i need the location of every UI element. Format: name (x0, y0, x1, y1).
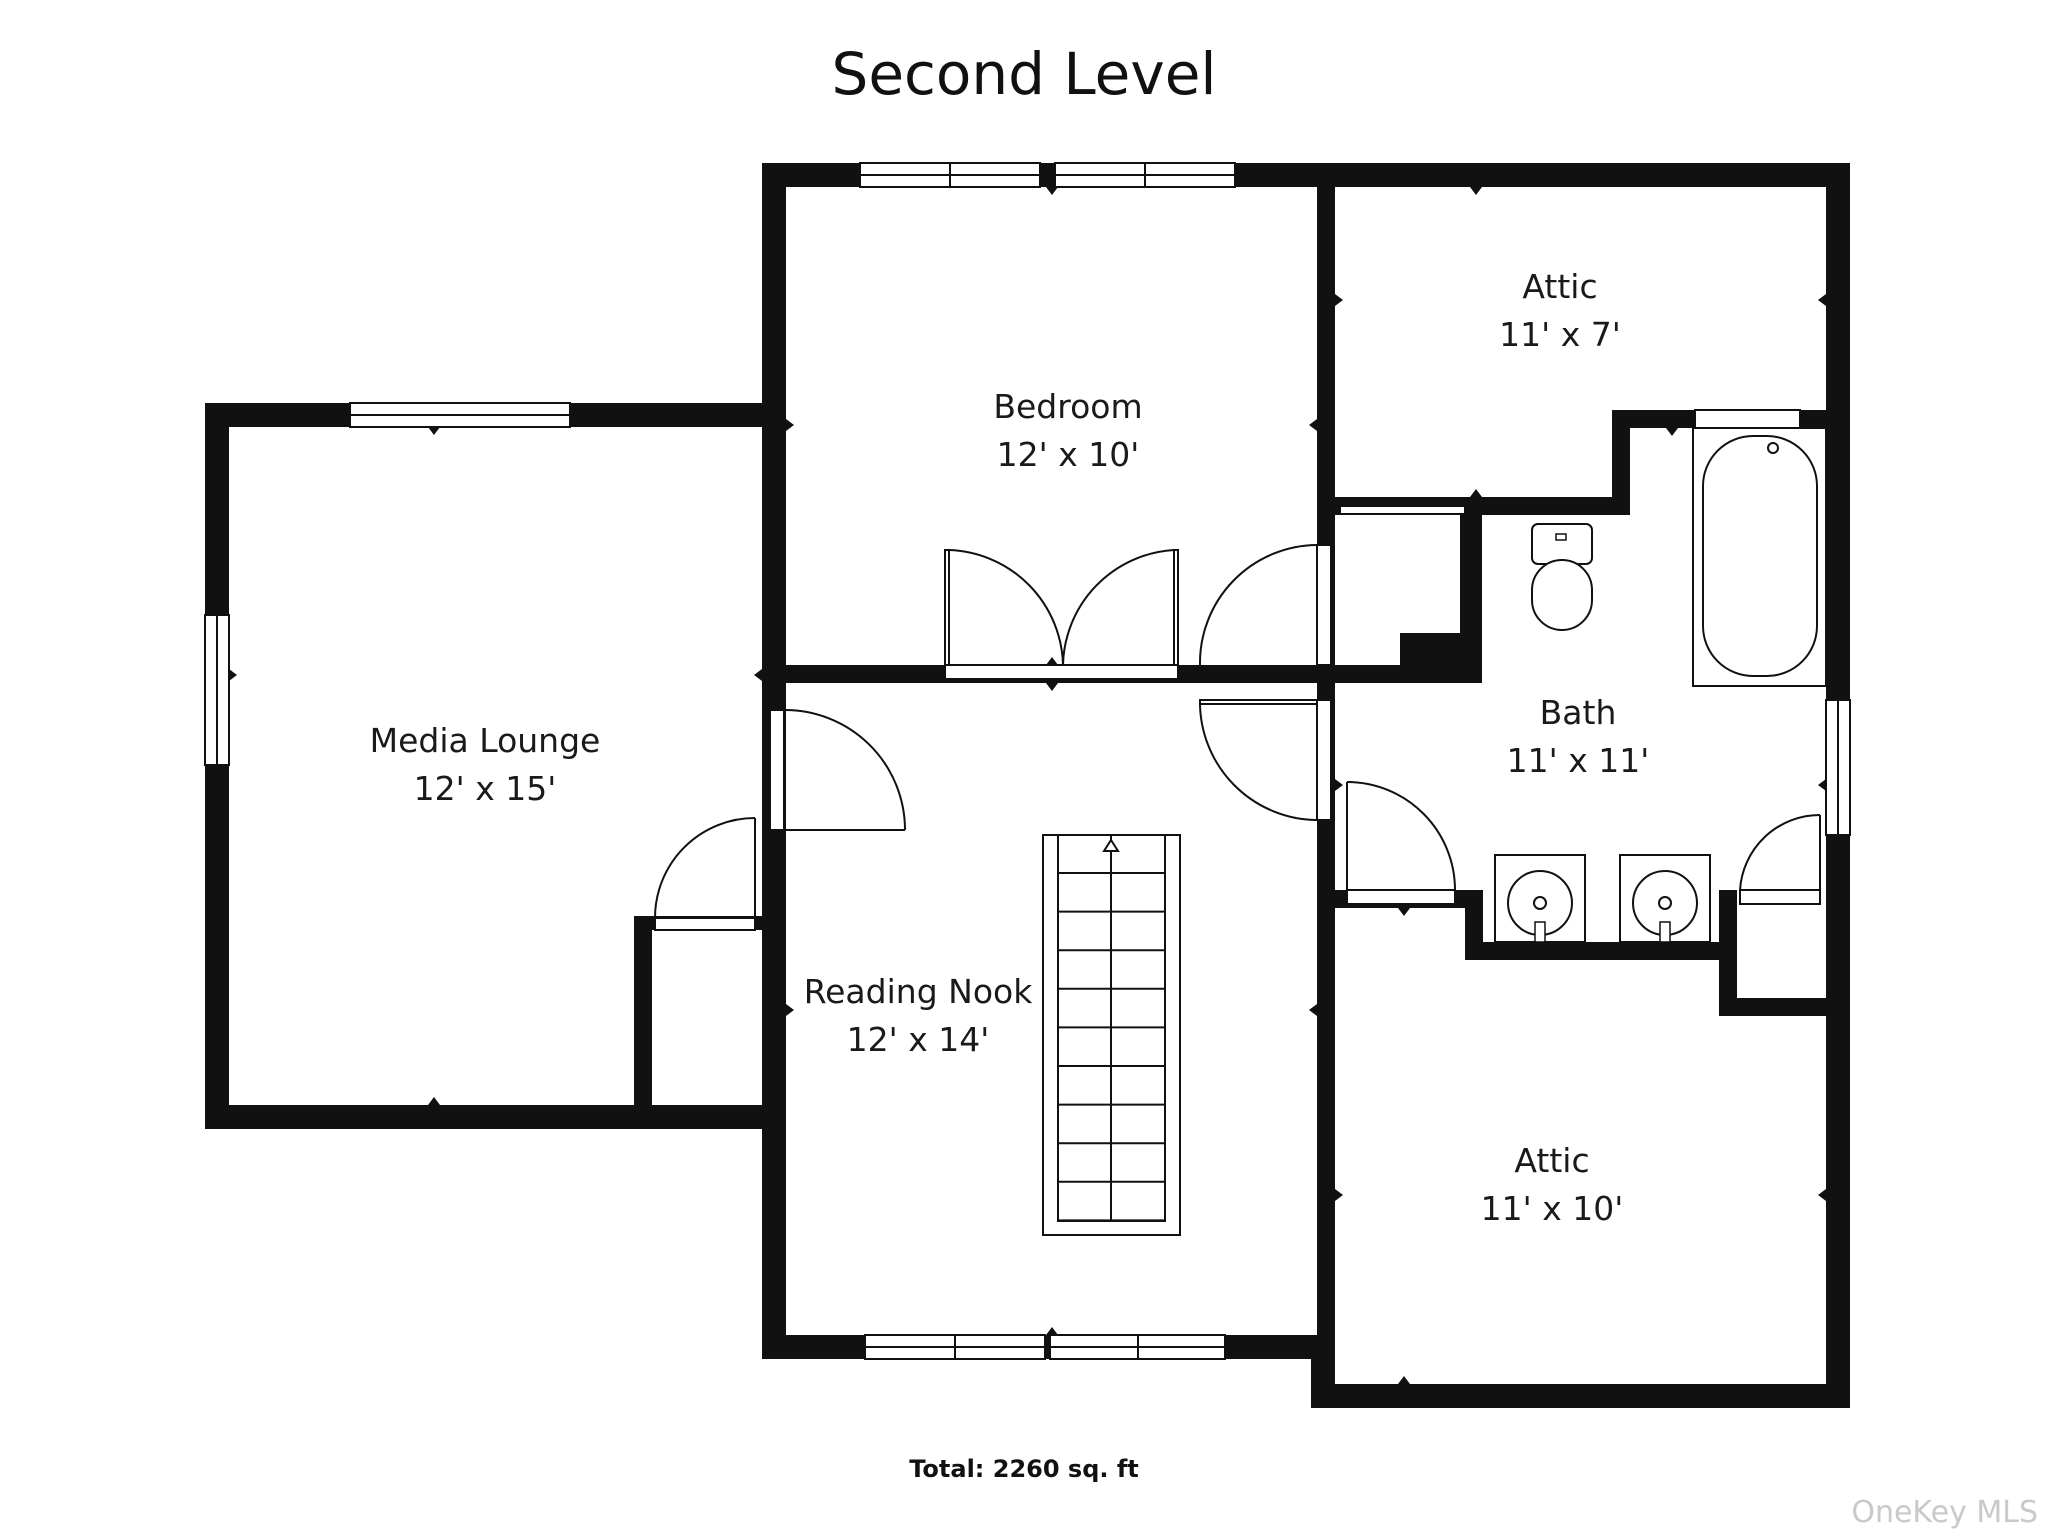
wall-bath-bottom-4 (1719, 890, 1737, 1015)
wall-bath-top-2 (1612, 410, 1630, 515)
attic-top-name: Attic (1522, 267, 1597, 306)
wall-attic-stair-3 (1400, 633, 1482, 683)
bath-name: Bath (1540, 693, 1617, 732)
bath-fixtures (1494, 427, 1827, 943)
door-bedroom-right (1173, 549, 1179, 669)
bedroom-name: Bedroom (993, 387, 1142, 426)
page-title: Second Level (831, 40, 1217, 108)
attic-bottom-name: Attic (1514, 1141, 1589, 1180)
doors (654, 544, 1821, 931)
toilet-tank (1531, 523, 1593, 565)
opening-attic-top (1339, 505, 1466, 515)
total-area: Total: 2260 sq. ft (909, 1455, 1139, 1483)
wall-bath-bottom-2 (1465, 890, 1483, 958)
windows (204, 162, 1851, 1360)
wall-bath-bottom-5 (1719, 998, 1850, 1016)
wall-attic-stair-2 (1460, 497, 1482, 677)
wall-closet-left (634, 916, 652, 1129)
door-bedroom-left (944, 549, 950, 669)
bedroom-size: 12' x 10' (997, 435, 1140, 474)
wall-bath-top-1 (1460, 497, 1630, 515)
wall-bath-bottom-3 (1465, 942, 1719, 960)
media-lounge-size: 12' x 15' (414, 769, 557, 808)
dimension-markers (229, 187, 1826, 1384)
reading-nook-size: 12' x 14' (847, 1020, 990, 1059)
attic-bottom-size: 11' x 10' (1481, 1189, 1624, 1228)
reading-nook-name: Reading Nook (804, 972, 1034, 1011)
room-labels: Media Lounge 12' x 15' Bedroom 12' x 10'… (370, 267, 1650, 1228)
bath-size: 11' x 11' (1507, 741, 1650, 780)
toilet-bowl (1531, 559, 1593, 631)
attic-top-size: 11' x 7' (1499, 315, 1621, 354)
staircase (1042, 834, 1181, 1236)
media-lounge-name: Media Lounge (370, 721, 601, 760)
wall-bottom-right (1311, 1384, 1850, 1408)
window-bath-top (1694, 409, 1801, 429)
wall-ml-bottom (205, 1105, 786, 1129)
watermark: OneKey MLS (1851, 1495, 2038, 1530)
